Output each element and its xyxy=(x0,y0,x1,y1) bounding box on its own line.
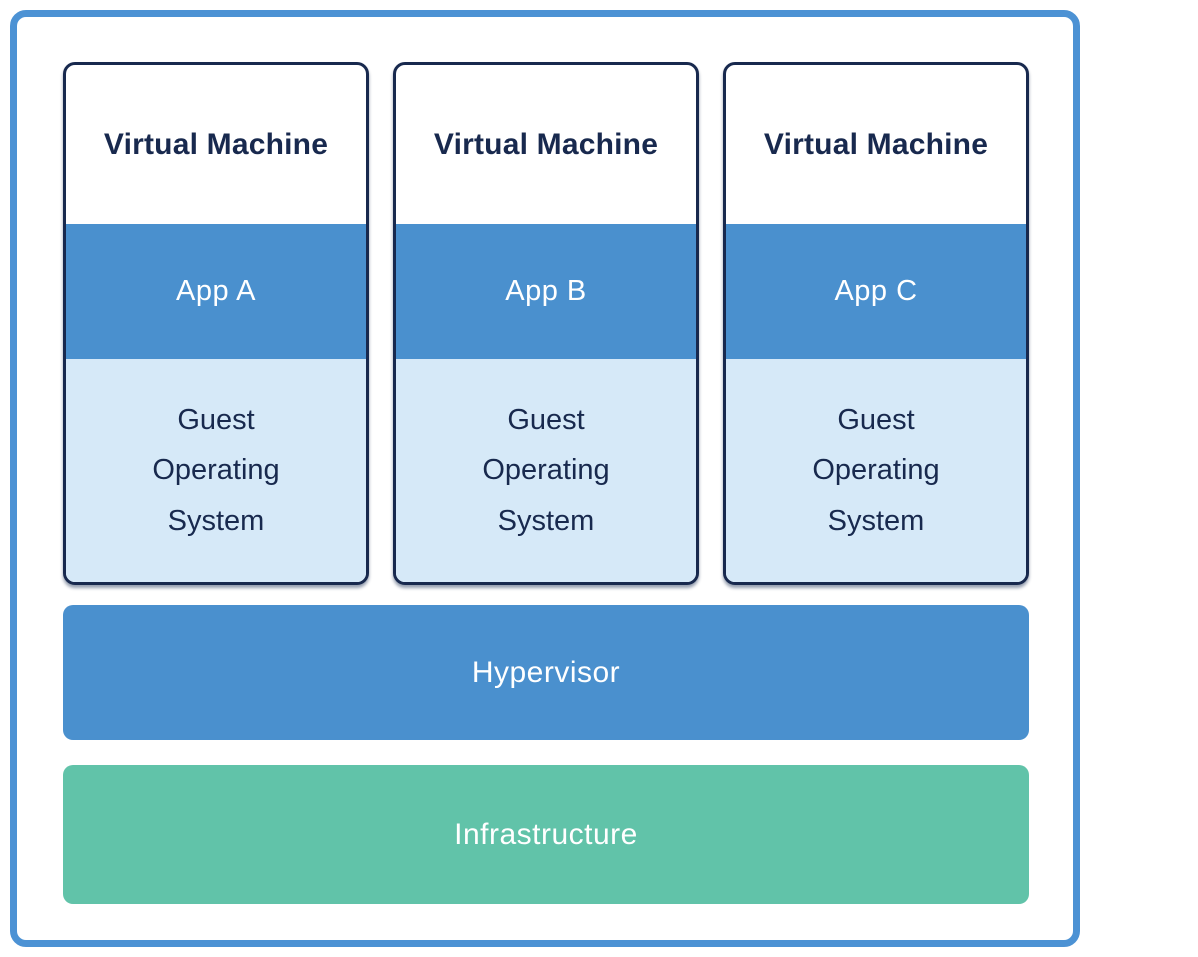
vm-app-band: App C xyxy=(726,224,1026,359)
vm-guest-os-band: Guest Operating System xyxy=(726,359,1026,582)
vm-app-band: App B xyxy=(396,224,696,359)
vm-app-label: App C xyxy=(834,275,918,307)
hypervisor-label: Hypervisor xyxy=(471,655,621,689)
vm-guest-os-band: Guest Operating System xyxy=(66,359,366,582)
vm-box-2: Virtual Machine App B Guest Operating Sy… xyxy=(393,62,699,585)
vm-guest-os-label: Guest Operating System xyxy=(482,403,610,537)
infrastructure-bar: Infrastructure xyxy=(63,765,1029,904)
vm-title: Virtual Machine xyxy=(433,127,659,161)
infrastructure-label: Infrastructure xyxy=(454,817,638,851)
vm-box-1: Virtual Machine App A Guest Operating Sy… xyxy=(63,62,369,585)
vm-app-label: App A xyxy=(176,275,256,307)
vm-guest-os-label: Guest Operating System xyxy=(152,403,280,537)
vm-row: Virtual Machine App A Guest Operating Sy… xyxy=(63,62,1029,585)
vm-app-label: App B xyxy=(505,275,587,307)
vm-box-3: Virtual Machine App C Guest Operating Sy… xyxy=(723,62,1029,585)
hypervisor-bar: Hypervisor xyxy=(63,605,1029,740)
vm-app-band: App A xyxy=(66,224,366,359)
vm-title: Virtual Machine xyxy=(763,127,989,161)
vm-title: Virtual Machine xyxy=(103,127,329,161)
virtualization-diagram-frame: Virtual Machine App A Guest Operating Sy… xyxy=(10,10,1080,947)
vm-guest-os-label: Guest Operating System xyxy=(812,403,940,537)
vm-guest-os-band: Guest Operating System xyxy=(396,359,696,582)
